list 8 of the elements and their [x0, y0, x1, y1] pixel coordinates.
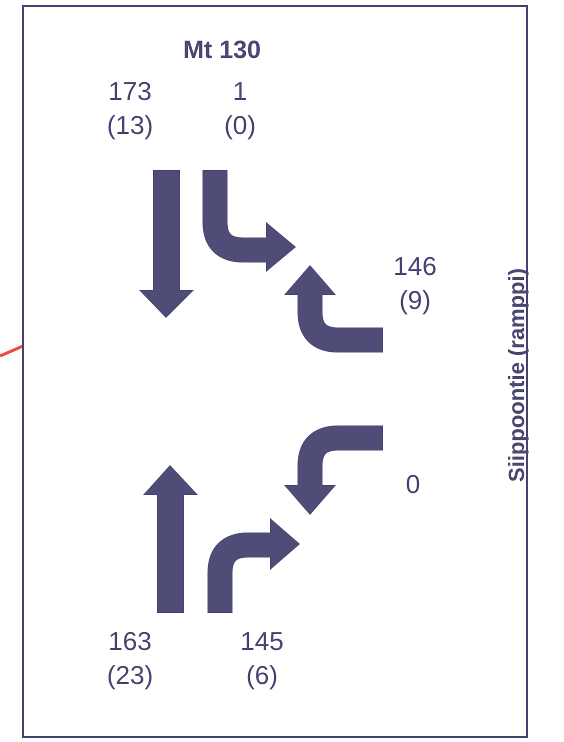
road-name: Siippoontie (ramppi) — [504, 268, 530, 482]
traffic-count: 173 (13) — [106, 75, 154, 142]
traffic-count: 1 (0) — [224, 75, 256, 142]
traffic-count: 145 (6) — [240, 625, 284, 692]
traffic-count: 163 (23) — [106, 625, 154, 692]
traffic-count: 146 (9) — [393, 250, 437, 317]
road-name: Mt 130 — [183, 36, 261, 65]
traffic-count: 0 — [406, 468, 420, 501]
